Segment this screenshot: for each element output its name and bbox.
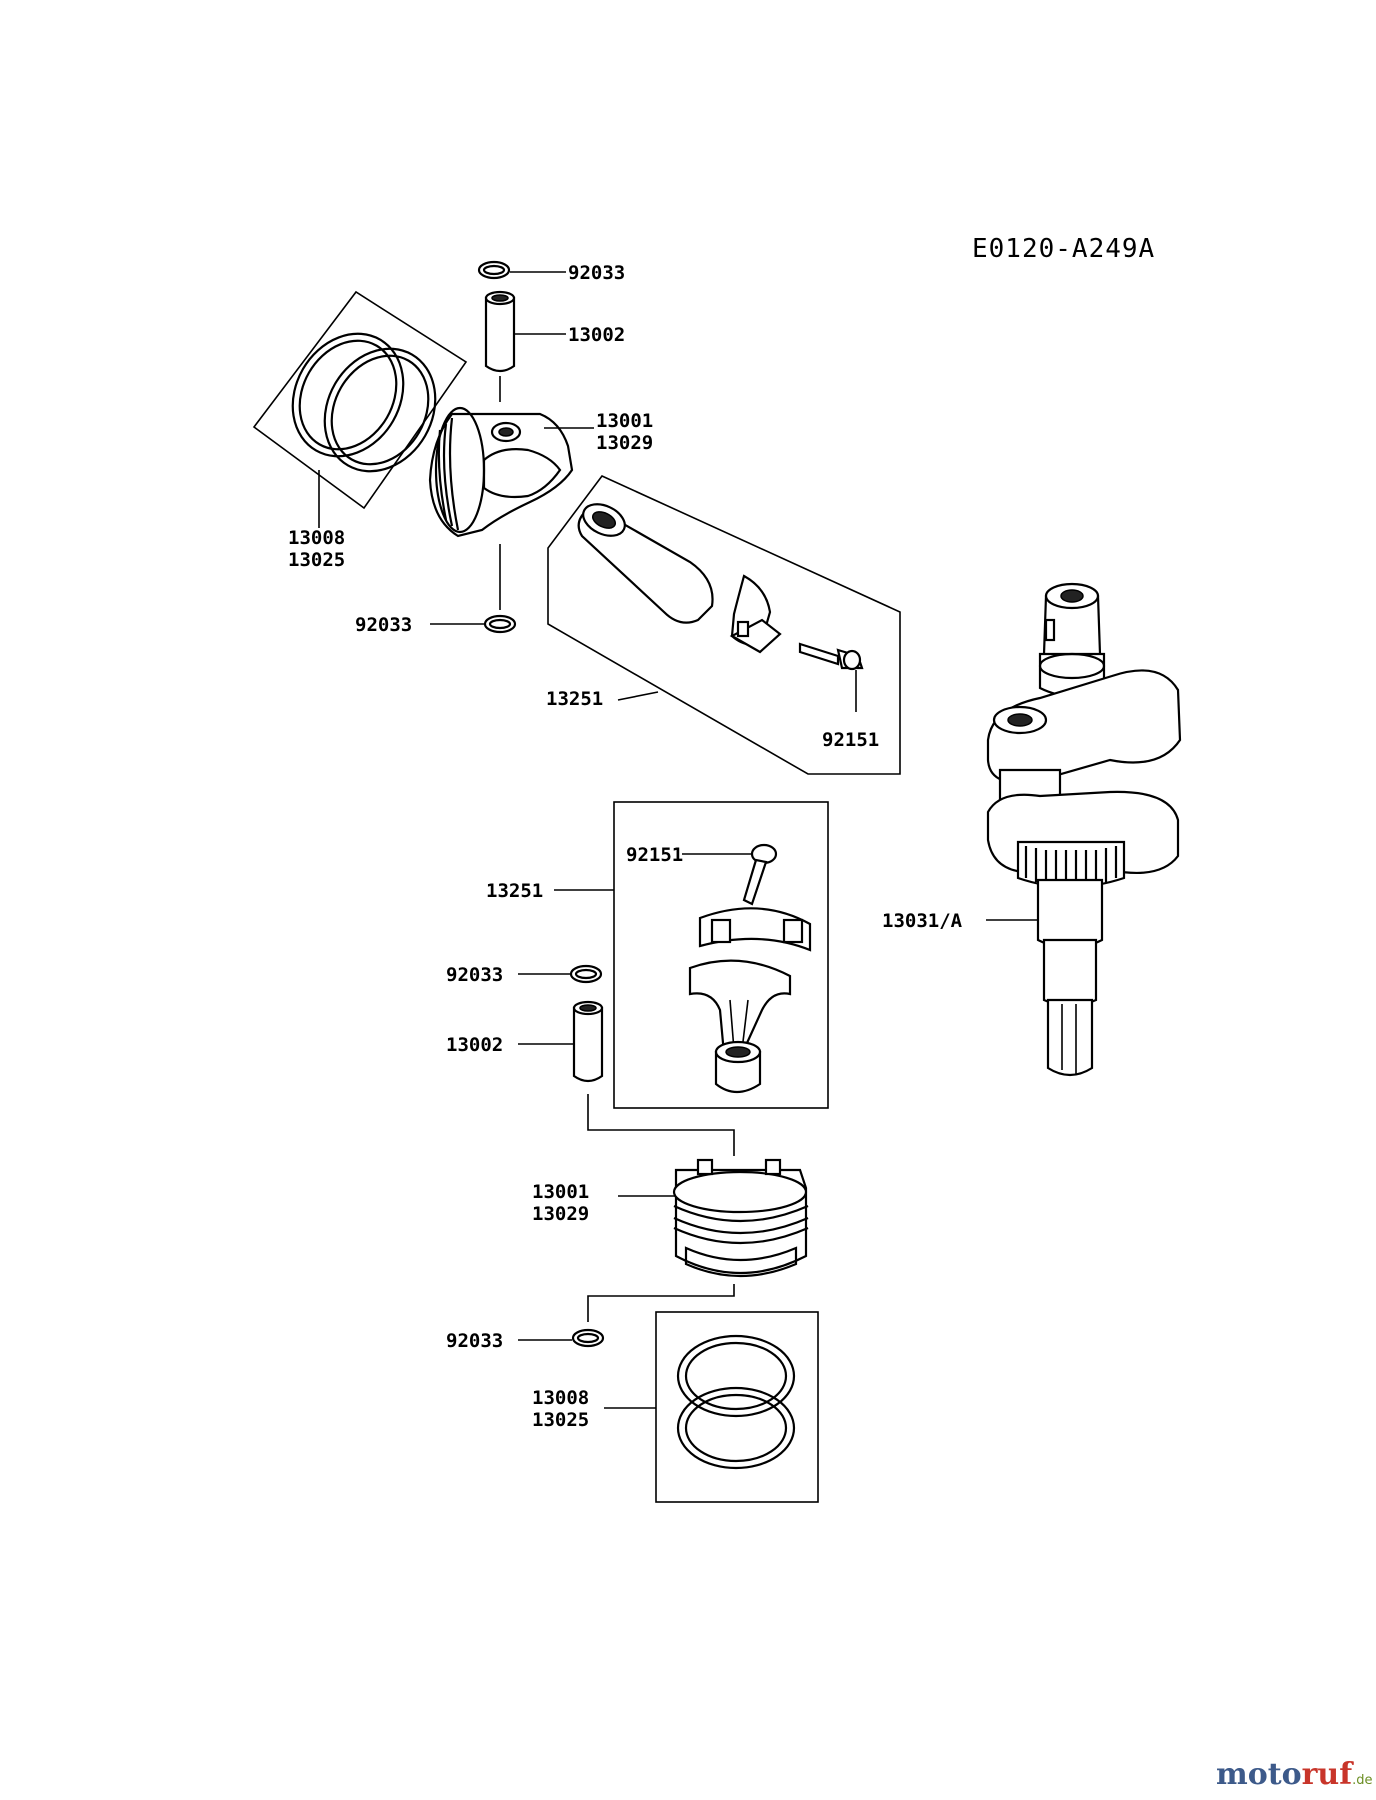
upper-circlip-top-part[interactable] <box>477 260 511 280</box>
crankshaft-part[interactable] <box>986 582 1182 1077</box>
label-lower-rings-b: 13025 <box>532 1409 589 1431</box>
diagram-code: E0120-A249A <box>972 234 1155 264</box>
lower-circlip-bottom-part[interactable] <box>571 1328 605 1348</box>
label-lower-circlip-bottom: 92033 <box>446 1330 503 1352</box>
label-lower-piston-b: 13029 <box>532 1203 589 1225</box>
label-lower-rings-a: 13008 <box>532 1387 589 1409</box>
svg-text:motoruf.de: motoruf.de <box>1216 1757 1373 1792</box>
upper-pin-part[interactable] <box>484 290 516 373</box>
label-upper-pin: 13002 <box>568 324 625 346</box>
label-lower-conrod: 13251 <box>486 880 543 902</box>
leader-lower-pin-to-piston <box>587 1094 735 1156</box>
upper-ring-set-part[interactable] <box>252 290 468 510</box>
lower-conrod-part[interactable] <box>688 843 812 1094</box>
label-upper-circlip-bottom: 92033 <box>355 614 412 636</box>
label-lower-pin: 13002 <box>446 1034 503 1056</box>
leader-upper-conrod <box>617 691 659 701</box>
label-upper-piston-b: 13029 <box>596 432 653 454</box>
label-crankshaft: 13031/A <box>882 910 963 932</box>
upper-piston-part[interactable] <box>428 406 574 538</box>
lower-rings-box <box>655 1311 819 1503</box>
watermark-brand-b: ruf <box>1302 1757 1355 1792</box>
lower-conrod-box <box>613 801 829 1109</box>
label-lower-bolt: 92151 <box>626 844 683 866</box>
lower-piston-part[interactable] <box>672 1158 809 1278</box>
label-upper-bolt: 92151 <box>822 729 879 751</box>
upper-conrod-part[interactable] <box>547 475 901 775</box>
label-upper-piston-a: 13001 <box>596 410 653 432</box>
leader-lower-piston-to-circlip <box>587 1284 735 1322</box>
lower-circlip-top-part[interactable] <box>569 964 603 984</box>
label-upper-circlip-top: 92033 <box>568 262 625 284</box>
label-lower-piston-a: 13001 <box>532 1181 589 1203</box>
label-lower-circlip-top: 92033 <box>446 964 503 986</box>
label-upper-conrod: 13251 <box>546 688 603 710</box>
label-upper-rings-b: 13025 <box>288 549 345 571</box>
lower-pin-part[interactable] <box>572 1000 604 1083</box>
upper-circlip-bottom-part[interactable] <box>483 614 517 634</box>
label-upper-rings-a: 13008 <box>288 527 345 549</box>
motoruf-watermark-logo: motoruf.de <box>1216 1757 1373 1792</box>
lower-ring-set-part[interactable] <box>676 1334 796 1470</box>
watermark-tld: .de <box>1352 1773 1372 1788</box>
watermark-brand-a: moto <box>1216 1757 1302 1792</box>
